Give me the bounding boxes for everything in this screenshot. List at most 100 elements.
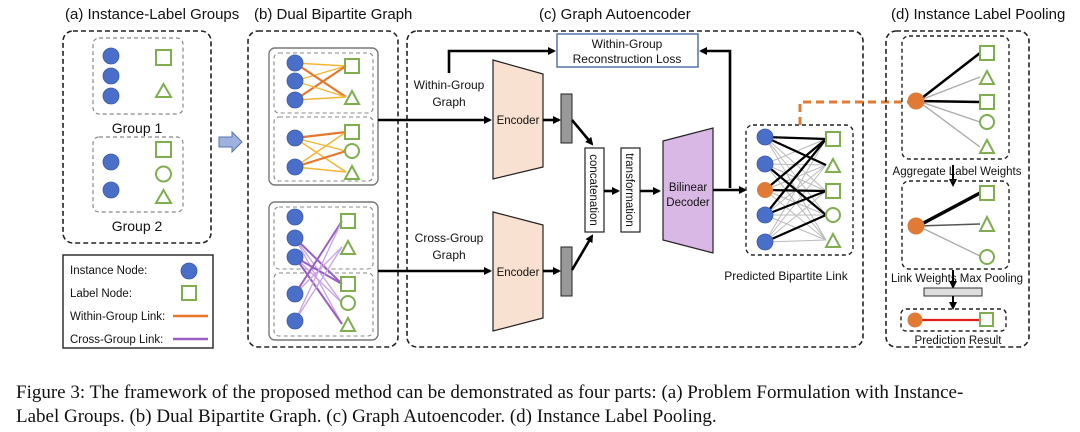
- label-square-icon: [825, 183, 841, 199]
- reconstruction-loss-box: [556, 33, 699, 68]
- embedding-to-concat-arrow: [571, 119, 594, 146]
- predicted-links: [764, 135, 827, 244]
- candidate-link: [764, 190, 827, 243]
- instance-node-icon: [286, 158, 304, 176]
- label-square-icon: [825, 131, 841, 147]
- caption-line-1: Figure 3: The framework of the proposed …: [16, 382, 964, 403]
- selected-instance-icon: [757, 182, 773, 198]
- prediction-to-loss-arrow: [699, 47, 732, 188]
- within-group-link: [294, 130, 347, 140]
- instance-node-icon: [102, 67, 120, 85]
- label-square-icon: [340, 276, 356, 292]
- label-triangle-icon: [978, 137, 996, 154]
- label-square-icon: [979, 185, 995, 201]
- cross-group-nodes: [286, 208, 357, 332]
- concatenation-label: concatenation: [587, 154, 599, 226]
- within-group-link: [294, 62, 347, 67]
- instance-node-icon: [102, 181, 120, 199]
- weak-link: [917, 225, 981, 257]
- label-circle-icon: [155, 165, 172, 183]
- cross-subgroup-1-box: [273, 206, 374, 270]
- cross-encoder-label: Encoder: [497, 267, 540, 279]
- instance-node-icon: [286, 91, 304, 109]
- cross-group-link: [294, 256, 343, 325]
- label-triangle-icon: [824, 231, 842, 248]
- aggregate-label: Aggregate Label Weights: [893, 166, 1022, 178]
- cross-group-graph-box: [268, 201, 379, 341]
- predicted-link-box: [745, 124, 854, 256]
- legend-within-link-label: Within-Group Link:: [70, 311, 165, 323]
- strong-link: [917, 191, 981, 228]
- prediction-result-box: [900, 308, 1007, 332]
- within-group-link: [294, 166, 347, 173]
- label-square-icon: [979, 94, 995, 110]
- label-triangle-icon: [343, 163, 361, 180]
- legend-instance-icon: [180, 262, 198, 280]
- instance-node-icon: [756, 128, 774, 146]
- selected-instance-connector: [798, 100, 916, 125]
- label-square-icon: [340, 213, 356, 229]
- label-triangle-icon: [154, 187, 173, 204]
- predicted-link: [764, 136, 827, 166]
- aggregate-links: [917, 52, 981, 148]
- instance-node-icon: [102, 153, 120, 171]
- label-circle-icon: [979, 249, 995, 265]
- instance-node-icon: [286, 54, 304, 72]
- label-triangle-icon: [343, 88, 361, 105]
- within-group-link: [294, 137, 347, 152]
- label-weights-box: [901, 180, 1010, 270]
- loss-line-1: Within-Group: [592, 37, 663, 51]
- prediction-result-label: Prediction Result: [915, 335, 1003, 347]
- within-group-nodes: [286, 54, 361, 180]
- framework-diagram: (a) Instance-Label Groups Group 1 Group …: [62, 6, 1065, 349]
- panel-d-frame: [885, 30, 1030, 348]
- instance-node-icon: [756, 155, 774, 173]
- label-square-icon: [155, 141, 172, 158]
- within-group-link: [294, 137, 347, 173]
- legend-label-square-icon: [181, 285, 197, 301]
- predicted-link: [764, 189, 827, 217]
- instance-node-icon: [286, 285, 304, 303]
- instance-node-icon: [286, 312, 304, 330]
- decoder-line-2: Decoder: [666, 197, 710, 209]
- predicted-link: [764, 188, 827, 193]
- caption-line-2: Label Groups. (b) Dual Bipartite Graph. …: [16, 406, 717, 427]
- maxpool-label: Link Weights Max Pooling: [891, 273, 1023, 285]
- panel-d-title: (d) Instance Label Pooling: [891, 6, 1065, 23]
- cross-group-link: [294, 220, 343, 322]
- within-group-link: [294, 80, 347, 98]
- group-2-box: [92, 136, 184, 213]
- predicted-nodes: [756, 128, 842, 251]
- candidate-link: [764, 239, 827, 243]
- figure-caption: Figure 3: The framework of the proposed …: [16, 381, 1076, 429]
- within-subgroup-2-box: [273, 116, 374, 182]
- legend-label-node-label: Label Node:: [70, 288, 132, 300]
- predicted-link: [764, 138, 827, 216]
- group-2-label: Group 2: [112, 218, 163, 234]
- selected-instance-icon: [907, 312, 923, 328]
- instance-node-icon: [756, 206, 774, 224]
- label-square-icon: [155, 49, 172, 66]
- label-triangle-icon: [824, 156, 842, 173]
- group-1-box: [92, 37, 184, 115]
- cross-embedding-block: [560, 246, 573, 297]
- instance-node-icon: [286, 129, 304, 147]
- group-1-label: Group 1: [112, 120, 163, 136]
- cross-group-links: [294, 220, 343, 325]
- bilinear-decoder: [662, 127, 714, 254]
- label-circle-icon: [979, 114, 995, 130]
- predicted-link-label: Predicted Bipartite Link: [724, 269, 848, 283]
- label-square-icon: [344, 58, 360, 74]
- label-triangle-icon: [339, 315, 357, 332]
- within-subgroup-1-box: [273, 52, 374, 114]
- cross-graph-line-1: Cross-Group: [415, 231, 484, 245]
- label-circle-icon: [825, 207, 841, 223]
- within-group-links: [294, 62, 347, 173]
- within-group-link: [294, 96, 347, 101]
- legend-instance-label: Instance Node:: [70, 265, 147, 277]
- label-triangle-icon: [978, 68, 996, 85]
- panel-c-frame: [406, 30, 864, 348]
- label-circle-icon: [340, 295, 356, 311]
- selected-instance-icon: [907, 92, 925, 110]
- panel-c-title: (c) Graph Autoencoder: [539, 6, 691, 23]
